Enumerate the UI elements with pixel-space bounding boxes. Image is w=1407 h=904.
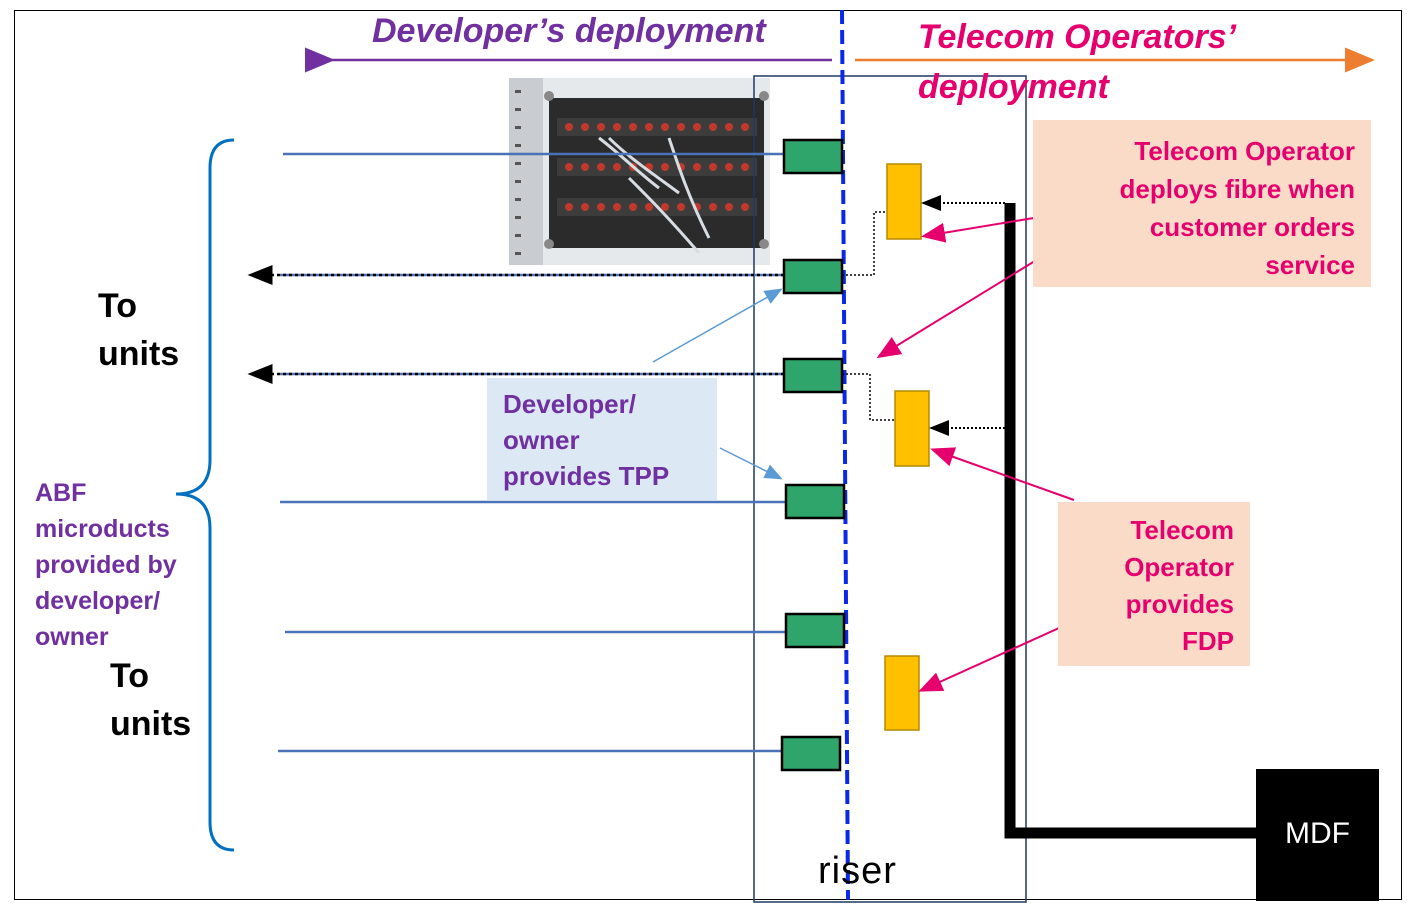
tpp-box (784, 483, 846, 520)
fdp-box (884, 655, 920, 731)
tpp-callout-arrow (652, 288, 783, 363)
tpp-fdp-link (842, 211, 887, 276)
mdf-box: MDF (1256, 769, 1379, 901)
tpp-fdp-link (842, 373, 895, 421)
mdf-label: MDF (1285, 817, 1350, 850)
riser-label: riser (818, 850, 897, 892)
telecom-fdp-text: Telecom Operator provides FDP (1124, 515, 1234, 656)
tpp-box (780, 735, 842, 772)
telecom-fdp-callout: Telecom Operator provides FDP (1058, 502, 1250, 666)
developer-tpp-callout: Developer/ owner provides TPP (487, 378, 717, 500)
fdp-box (894, 390, 930, 467)
to-units-label-top: To units (98, 287, 180, 373)
tpp-box (782, 357, 844, 394)
diagram-frame (14, 10, 1402, 900)
telecom-deployment-title: Telecom Operators’ deployment (918, 18, 1237, 106)
tpp-box (784, 612, 846, 649)
developer-tpp-text: Developer/ owner provides TPP (503, 389, 670, 491)
tpp-box (782, 138, 844, 175)
mdf-trunk-cable (1004, 203, 1258, 839)
tpp-box (782, 258, 844, 295)
telecom-fibre-text: Telecom Operator deploys fibre when cust… (1119, 136, 1356, 280)
riser-shaft (753, 75, 1027, 903)
tpp-callout-arrow (719, 447, 783, 480)
units-brace (175, 138, 235, 852)
developer-deployment-title: Developer’s deployment (372, 12, 766, 50)
patch-panel-photo (509, 78, 770, 265)
to-units-label-bottom: To units (110, 657, 192, 743)
telecom-fibre-callout: Telecom Operator deploys fibre when cust… (1033, 120, 1371, 287)
fdp-box (886, 163, 922, 240)
abf-microducts-label: ABF microducts provided by developer/ ow… (35, 479, 177, 651)
fdp-callout-arrow (930, 447, 1075, 501)
